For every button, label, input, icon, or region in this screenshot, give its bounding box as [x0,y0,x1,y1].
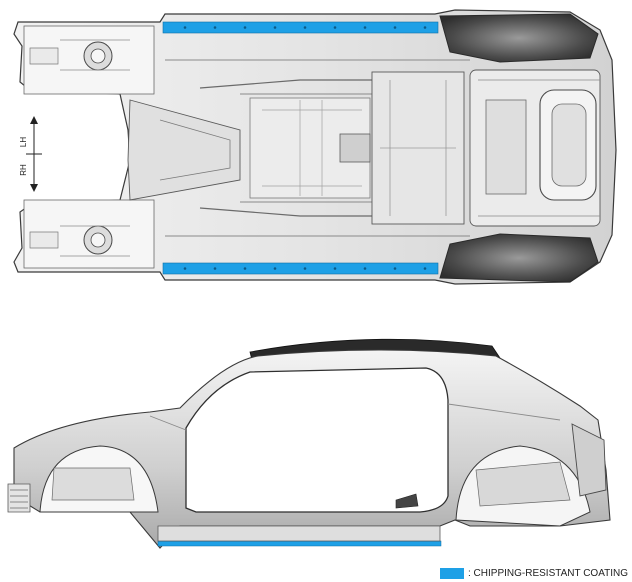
coating-rocker-side [157,540,442,547]
door-opening [185,367,449,513]
arrow-up-icon [30,116,38,124]
sill-fastener-holes [183,26,427,270]
coating-side-sill-rh [162,262,439,275]
front-end-structure [7,483,31,513]
front-suspension-area [23,25,155,269]
direction-indicator: LH RH [19,116,42,192]
arrow-down-icon [30,184,38,192]
rear-wheel-house-rh [439,233,599,283]
rear-floor [469,69,601,227]
floor-panels [249,71,465,225]
legend-swatch [440,567,464,579]
rear-wheel-house-lh [439,13,599,63]
floor-rails [165,59,470,237]
legend-label: : CHIPPING-RESISTANT COATING [468,567,629,579]
coating-side-sill-lh [162,21,439,34]
legend: : CHIPPING-RESISTANT COATING [440,566,628,580]
direction-label-rh: RH [19,164,28,176]
side-view [7,338,611,549]
underbody-view [13,9,617,285]
direction-label-lh: LH [19,137,28,147]
front-crossmember [127,99,241,201]
